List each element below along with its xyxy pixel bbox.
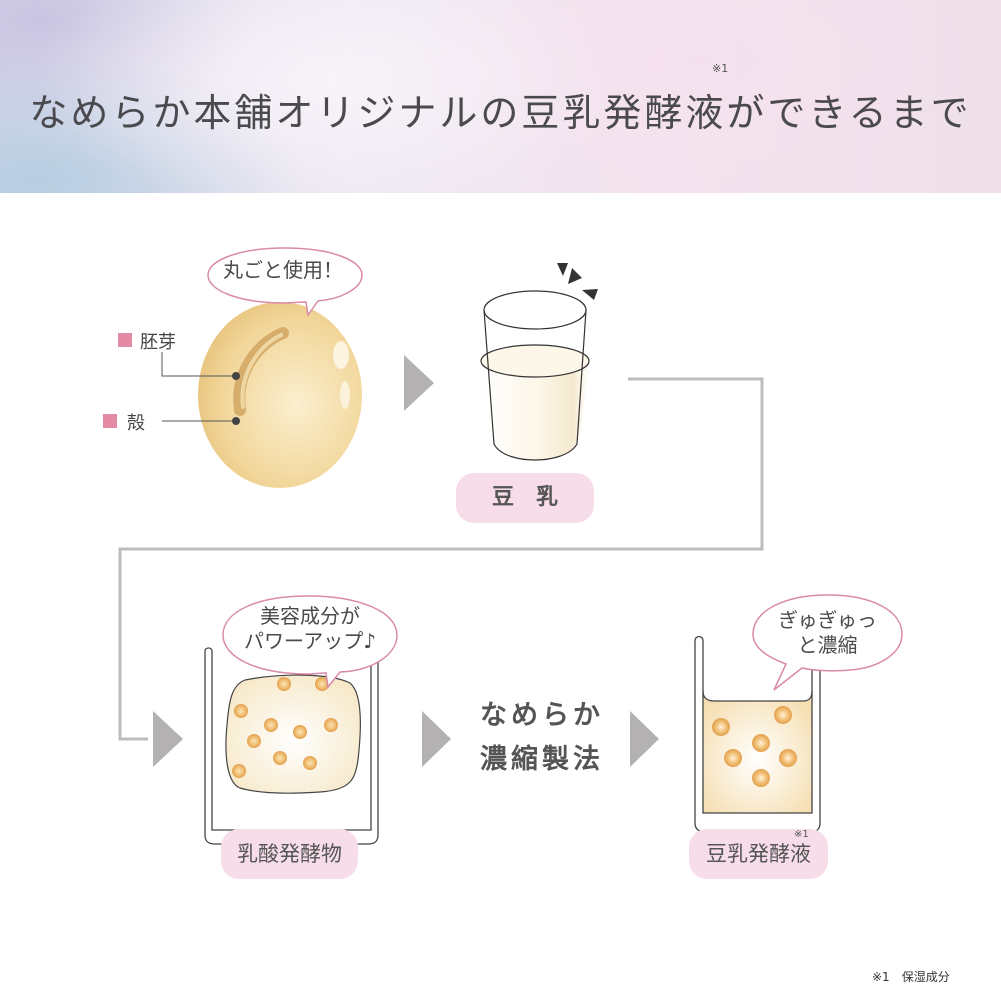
- container-soy-ferment-liquid: [694, 635, 821, 833]
- sparkle-icon: [557, 263, 568, 276]
- bubble-text-concentrated: ぎゅぎゅっ と濃縮: [755, 608, 900, 658]
- pill-soy-ferment-liquid: 豆乳発酵液: [689, 829, 828, 879]
- sparkle-icon: [582, 289, 598, 300]
- bubble-line: と濃縮: [797, 633, 858, 657]
- glass-icon: [480, 263, 598, 461]
- arrow-right-icon: [153, 711, 183, 767]
- bubble-text-beauty-power-up: 美容成分が パワーアップ♪: [225, 604, 395, 654]
- process-line: 濃縮製法: [480, 744, 604, 775]
- speech-bubble: [207, 247, 363, 317]
- title-footnote-mark: ※1: [712, 62, 729, 75]
- arrow-right-icon: [404, 355, 434, 411]
- arrow-right-icon: [630, 711, 659, 767]
- label-square-icon: [103, 414, 117, 428]
- speech-bubble: [752, 594, 903, 691]
- label-husk: 殻: [127, 413, 145, 434]
- pill-soy-milk: 豆 乳: [456, 473, 594, 523]
- label-germ: 胚芽: [140, 332, 176, 353]
- soybean-illustration: [198, 302, 362, 488]
- header-banner: [0, 0, 1001, 193]
- pill-footnote-mark: ※1: [794, 829, 809, 840]
- bubble-text-whole-use: 丸ごと使用！: [223, 258, 343, 282]
- bubble-line: ぎゅぎゅっ: [778, 608, 877, 632]
- particle-dots: [712, 706, 797, 787]
- speech-bubble: [222, 595, 398, 689]
- pill-lactic-ferment: 乳酸発酵物: [221, 829, 358, 879]
- arrow-right-icon: [422, 711, 451, 767]
- label-square-icon: [118, 333, 132, 347]
- flow-connector-line: [118, 377, 764, 741]
- particle-dots: [232, 677, 338, 778]
- process-line: なめらか: [480, 700, 604, 731]
- bubble-line: 美容成分が: [260, 604, 360, 628]
- bubble-line: パワーアップ♪: [244, 629, 376, 653]
- process-label: なめらか 濃縮製法: [452, 694, 632, 782]
- sparkle-icon: [568, 268, 582, 284]
- footnote: ※1 保湿成分: [872, 970, 950, 984]
- page-title: なめらか本舗オリジナルの豆乳発酵液ができるまで: [29, 91, 972, 135]
